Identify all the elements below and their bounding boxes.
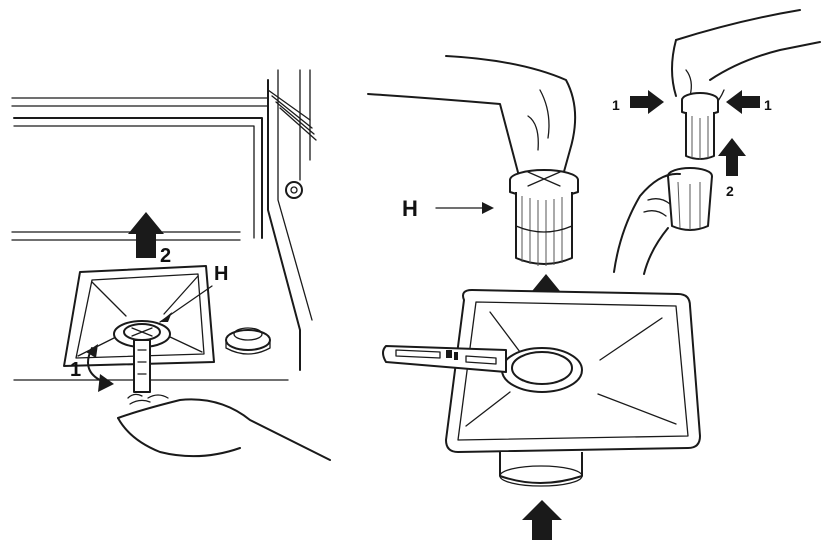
right-panel: 1 1 2	[612, 9, 821, 275]
arrow-up-icon-right	[718, 138, 746, 176]
arrow-up-icon-bottom	[522, 500, 562, 540]
squeeze-label-right: 1	[764, 97, 772, 113]
middle-panel: H	[367, 55, 701, 540]
left-panel: 2 1 H	[11, 69, 331, 461]
filter-h-label-mid: H	[402, 196, 418, 221]
squeeze-arrow-left-icon	[630, 90, 664, 114]
rotate-arrow-icon	[98, 374, 114, 392]
step-2-label-right: 2	[726, 183, 734, 199]
squeeze-label-left: 1	[612, 97, 620, 113]
pointer-arrow-icon	[482, 202, 494, 214]
filter-h-label-left: H	[214, 263, 228, 285]
squeeze-arrow-right-icon	[726, 90, 760, 114]
arrow-up-icon	[128, 212, 164, 258]
step-2-label-left: 2	[160, 245, 171, 267]
step-1-label-left: 1	[70, 359, 81, 381]
